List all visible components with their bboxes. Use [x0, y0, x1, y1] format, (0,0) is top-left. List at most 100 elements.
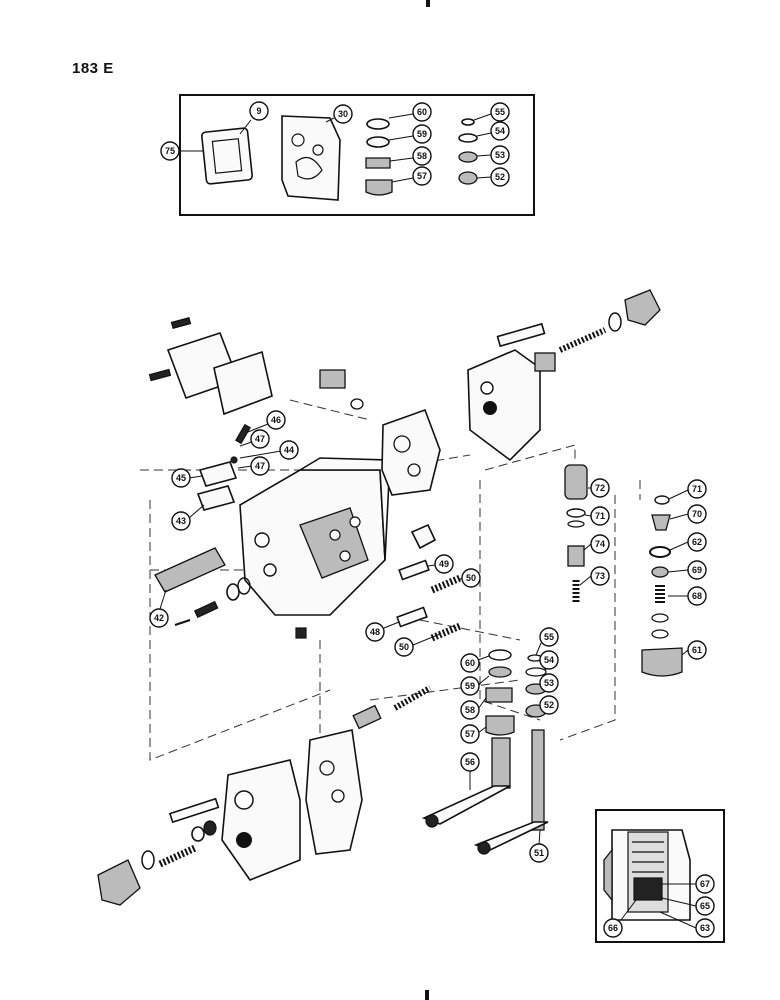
svg-text:65: 65: [700, 901, 710, 911]
svg-text:46: 46: [271, 415, 281, 425]
callout-48: 48: [365, 621, 400, 642]
valve-body: [239, 457, 391, 639]
inset-detail: [595, 809, 725, 943]
svg-text:69: 69: [692, 565, 702, 575]
back-up-ring-59: [366, 136, 390, 148]
end-cover-left: [148, 317, 273, 416]
callout-70: 70: [669, 504, 707, 524]
inset-callouts: 67 65 63 66: [603, 874, 715, 938]
svg-text:67: 67: [700, 879, 710, 889]
svg-text:71: 71: [595, 511, 605, 521]
svg-text:53: 53: [544, 678, 554, 688]
svg-text:61: 61: [692, 645, 702, 655]
callout-50a: 50: [458, 568, 481, 588]
back-up-ring-54: [458, 133, 478, 143]
callout-47a: 47: [239, 429, 270, 449]
check-valve-parts: [396, 523, 462, 642]
svg-text:30: 30: [338, 109, 348, 119]
svg-text:52: 52: [495, 172, 505, 182]
svg-text:57: 57: [465, 729, 475, 739]
seal-kit-box: [179, 94, 535, 216]
svg-text:59: 59: [465, 681, 475, 691]
callout-65: 65: [661, 896, 715, 916]
svg-text:47: 47: [255, 434, 265, 444]
lower-seal-stacks: [485, 649, 547, 736]
callout-30: 30: [325, 104, 353, 124]
svg-text:54: 54: [544, 655, 554, 665]
svg-text:62: 62: [692, 537, 702, 547]
callout-72: 72: [588, 478, 610, 498]
lever-51: [473, 729, 549, 855]
svg-text:55: 55: [544, 632, 554, 642]
callout-45: 45: [171, 468, 203, 488]
seal-kit-group: [179, 94, 535, 216]
svg-text:53: 53: [495, 150, 505, 160]
svg-text:73: 73: [595, 571, 605, 581]
callout-47b: 47: [237, 456, 270, 476]
callout-62: 62: [669, 532, 707, 552]
callout-56: 56: [460, 752, 480, 790]
callout-51: 51: [529, 829, 549, 863]
svg-text:71: 71: [692, 484, 702, 494]
callout-67: 67: [662, 874, 715, 894]
callout-53-lower: 53: [539, 673, 559, 693]
callout-69: 69: [667, 560, 707, 580]
svg-text:58: 58: [465, 705, 475, 715]
svg-text:72: 72: [595, 483, 605, 493]
wiper-52: [458, 171, 478, 185]
wiper-57: [365, 179, 393, 196]
callout-59: 59: [388, 124, 432, 144]
svg-text:55: 55: [495, 107, 505, 117]
callout-42: 42: [149, 589, 169, 628]
callout-58-lower: 58: [460, 697, 487, 720]
plug-assembly: [641, 495, 683, 677]
end-cap-right-top: [467, 289, 661, 462]
callout-53: 53: [476, 145, 510, 165]
callout-68: 68: [668, 586, 707, 606]
svg-text:54: 54: [495, 126, 505, 136]
svg-text:50: 50: [399, 642, 409, 652]
callout-49: 49: [427, 554, 454, 574]
svg-text:59: 59: [417, 129, 427, 139]
svg-text:63: 63: [700, 923, 710, 933]
svg-text:47: 47: [255, 461, 265, 471]
svg-text:9: 9: [256, 106, 261, 116]
svg-text:49: 49: [439, 559, 449, 569]
callout-9: 9: [239, 101, 269, 135]
svg-text:66: 66: [608, 923, 618, 933]
svg-text:45: 45: [176, 473, 186, 483]
callout-57: 57: [391, 166, 432, 186]
svg-text:51: 51: [534, 848, 544, 858]
kit-callouts: 75 9 30 60 59 58 57: [160, 101, 510, 187]
svg-text:74: 74: [595, 539, 605, 549]
registration-mark-top: [426, 0, 430, 7]
callout-54: 54: [476, 121, 510, 141]
lower-spring-and-spool: [305, 685, 432, 855]
callout-57-lower: 57: [460, 724, 487, 744]
svg-text:57: 57: [417, 171, 427, 181]
seal-58: [365, 157, 391, 169]
svg-text:58: 58: [417, 151, 427, 161]
gasket-irregular: [281, 115, 341, 201]
linkage: [196, 423, 251, 511]
callout-73: 73: [579, 566, 610, 586]
o-ring-60: [366, 118, 390, 130]
callout-52: 52: [476, 167, 510, 187]
gasket-square: [201, 127, 253, 185]
svg-text:75: 75: [165, 146, 175, 156]
svg-text:42: 42: [154, 613, 164, 623]
lever-56: [421, 737, 511, 828]
callout-60: 60: [388, 102, 432, 122]
callout-52-lower: 52: [539, 695, 559, 715]
svg-text:56: 56: [465, 757, 475, 767]
callout-55-lower: 55: [535, 627, 559, 656]
svg-text:50: 50: [466, 573, 476, 583]
svg-text:48: 48: [370, 627, 380, 637]
callout-58: 58: [389, 146, 432, 166]
svg-text:70: 70: [692, 509, 702, 519]
svg-text:60: 60: [465, 658, 475, 668]
callout-44: 44: [239, 440, 299, 460]
o-ring-55: [461, 118, 475, 126]
callout-54-lower: 54: [539, 650, 559, 671]
